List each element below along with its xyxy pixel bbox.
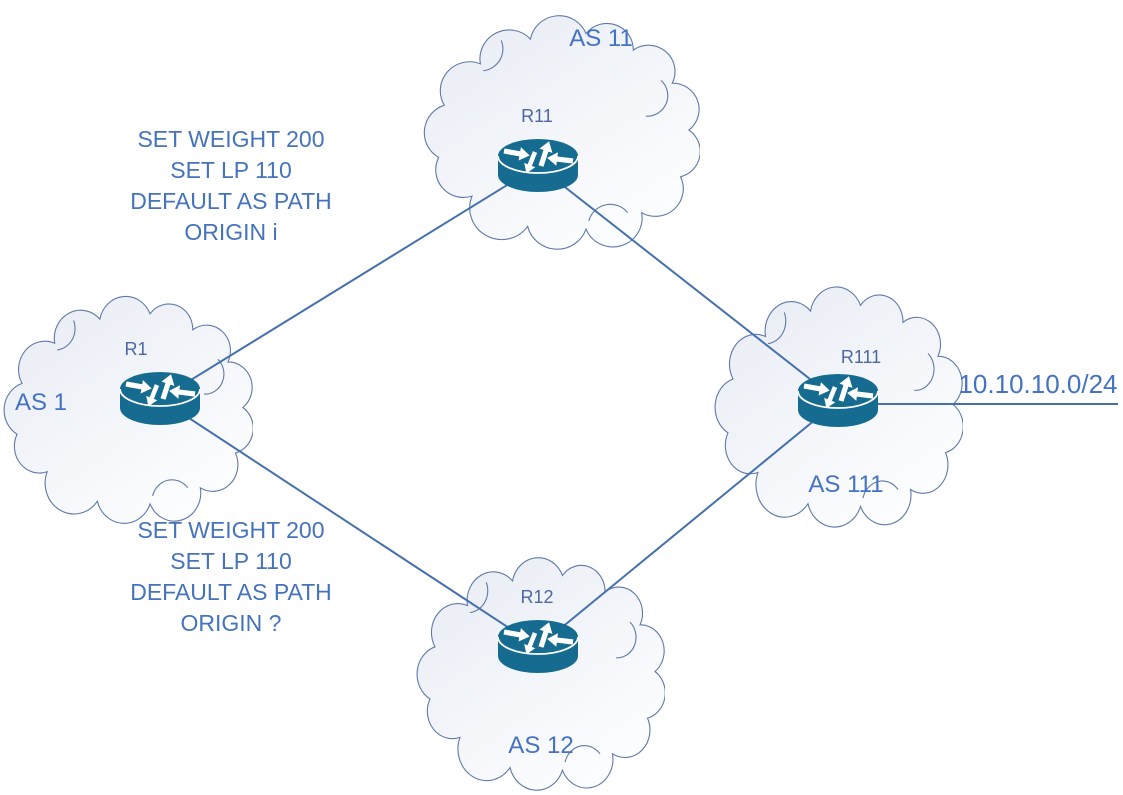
router-icon-r111 <box>798 374 878 428</box>
as111-label: AS 111 <box>808 471 884 498</box>
router-icon-r11 <box>498 139 578 193</box>
as11-label: AS 11 <box>569 25 633 52</box>
link-r1-r11 <box>159 165 539 400</box>
policy-bottom-line-4: ORIGIN ? <box>180 610 282 636</box>
link-r11-r111 <box>537 165 839 402</box>
as12-label: AS 12 <box>508 732 574 759</box>
policy-bottom-line-2: SET LP 110 <box>170 548 292 574</box>
policy-bottom-line-1: SET WEIGHT 200 <box>137 517 325 543</box>
r11-label: R11 <box>521 106 553 126</box>
policy-top-line-2: SET LP 110 <box>170 157 292 183</box>
link-r1-r12 <box>159 398 539 648</box>
router-icon-r1 <box>120 372 200 426</box>
prefix-label: 10.10.10.0/24 <box>958 369 1118 399</box>
r1-label: R1 <box>124 339 148 359</box>
r111-label: R111 <box>840 347 882 367</box>
policy-annotation-top: SET WEIGHT 200 SET LP 110 DEFAULT AS PAT… <box>130 124 332 248</box>
r12-label: R12 <box>520 587 554 607</box>
policy-top-line-3: DEFAULT AS PATH <box>130 188 332 214</box>
as1-label: AS 1 <box>14 389 68 416</box>
connection-lines <box>159 165 1118 648</box>
router-icon-r12 <box>498 620 578 674</box>
cloud-as11 <box>423 14 700 250</box>
policy-top-line-4: ORIGIN i <box>184 219 278 245</box>
link-r12-r111 <box>537 400 839 648</box>
policy-top-line-1: SET WEIGHT 200 <box>137 126 325 152</box>
policy-bottom-line-3: DEFAULT AS PATH <box>130 579 332 605</box>
policy-annotation-bottom: SET WEIGHT 200 SET LP 110 DEFAULT AS PAT… <box>130 515 332 639</box>
